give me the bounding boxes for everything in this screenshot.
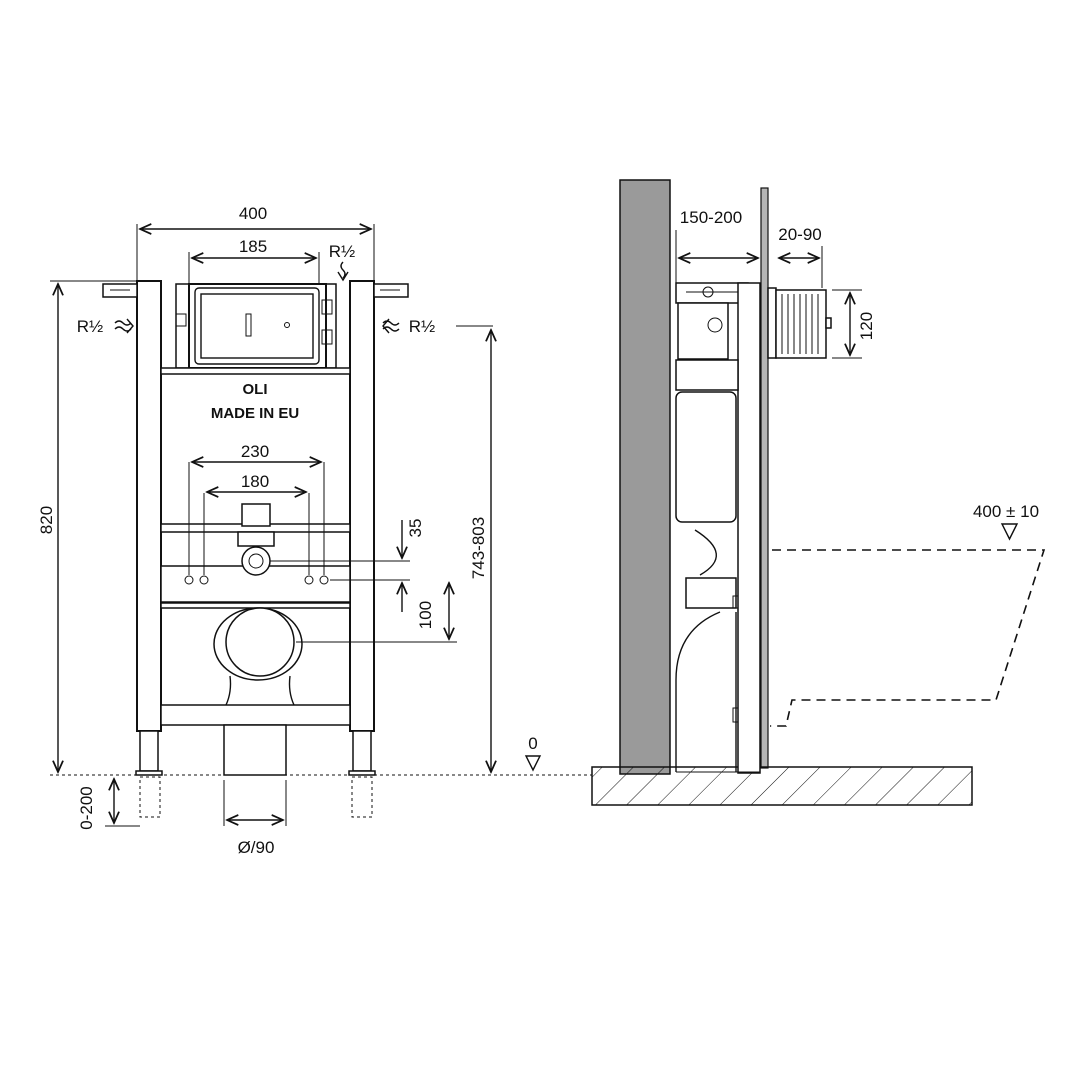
inlet-label-left: R½ [77, 317, 103, 336]
back-wall [619, 179, 671, 775]
floor-level-label: 0 [528, 734, 537, 753]
crossbar-lower [160, 602, 351, 609]
dim-label-0-200: 0-200 [77, 786, 96, 829]
bowl-height-label: 400 ± 10 [973, 502, 1039, 521]
dim-label-35: 35 [406, 519, 425, 538]
frame-post-right [349, 280, 375, 732]
frame-post-left [136, 280, 162, 732]
mounting-bolts [184, 462, 329, 585]
dim-label-100: 100 [416, 601, 435, 629]
foot-right [352, 730, 372, 772]
dim-label-180: 180 [241, 472, 269, 491]
dim-label-120: 120 [857, 312, 876, 340]
floor-level-marker [524, 755, 542, 772]
dim-label-185: 185 [239, 237, 267, 256]
dim-label-400: 400 [239, 204, 267, 223]
foot-left [139, 730, 159, 772]
water-connection [237, 503, 275, 576]
floor-slab [591, 766, 973, 806]
inlet-label-top: R½ [329, 242, 355, 261]
brand-logo: OLI [243, 381, 268, 398]
side-view: 150-200 20-90 120 400 ± 10 [591, 179, 1046, 806]
front-view: OLI MADE IN EU [37, 204, 592, 857]
bowl-height-marker [1000, 523, 1019, 541]
inlet-arrow-left [114, 318, 134, 334]
inlet-arrow-top [337, 261, 349, 282]
inlet-label-right: R½ [409, 317, 435, 336]
dim-label-150-200: 150-200 [680, 208, 742, 227]
drain-elbow [213, 607, 303, 776]
front-panel [760, 187, 769, 769]
cistern-housing [175, 283, 337, 369]
flush-plate [767, 287, 832, 359]
crossbar-top [160, 367, 351, 375]
dim-label-743-803: 743-803 [469, 517, 488, 579]
dim-label-20-90: 20-90 [778, 225, 821, 244]
dim-label-drain: Ø/90 [238, 838, 275, 857]
dim-label-230: 230 [241, 442, 269, 461]
foot-extension-right [351, 776, 373, 818]
dim-label-820: 820 [37, 506, 56, 534]
wall-bracket-right [373, 283, 409, 298]
made-in-label: MADE IN EU [211, 405, 299, 422]
wc-bowl-outline [770, 549, 1046, 727]
frame-side-profile [675, 282, 761, 774]
crossbar-bottom [160, 704, 351, 726]
wall-bracket-left [102, 283, 138, 298]
foot-extension-left [139, 776, 161, 818]
inlet-arrow-right [382, 318, 400, 334]
